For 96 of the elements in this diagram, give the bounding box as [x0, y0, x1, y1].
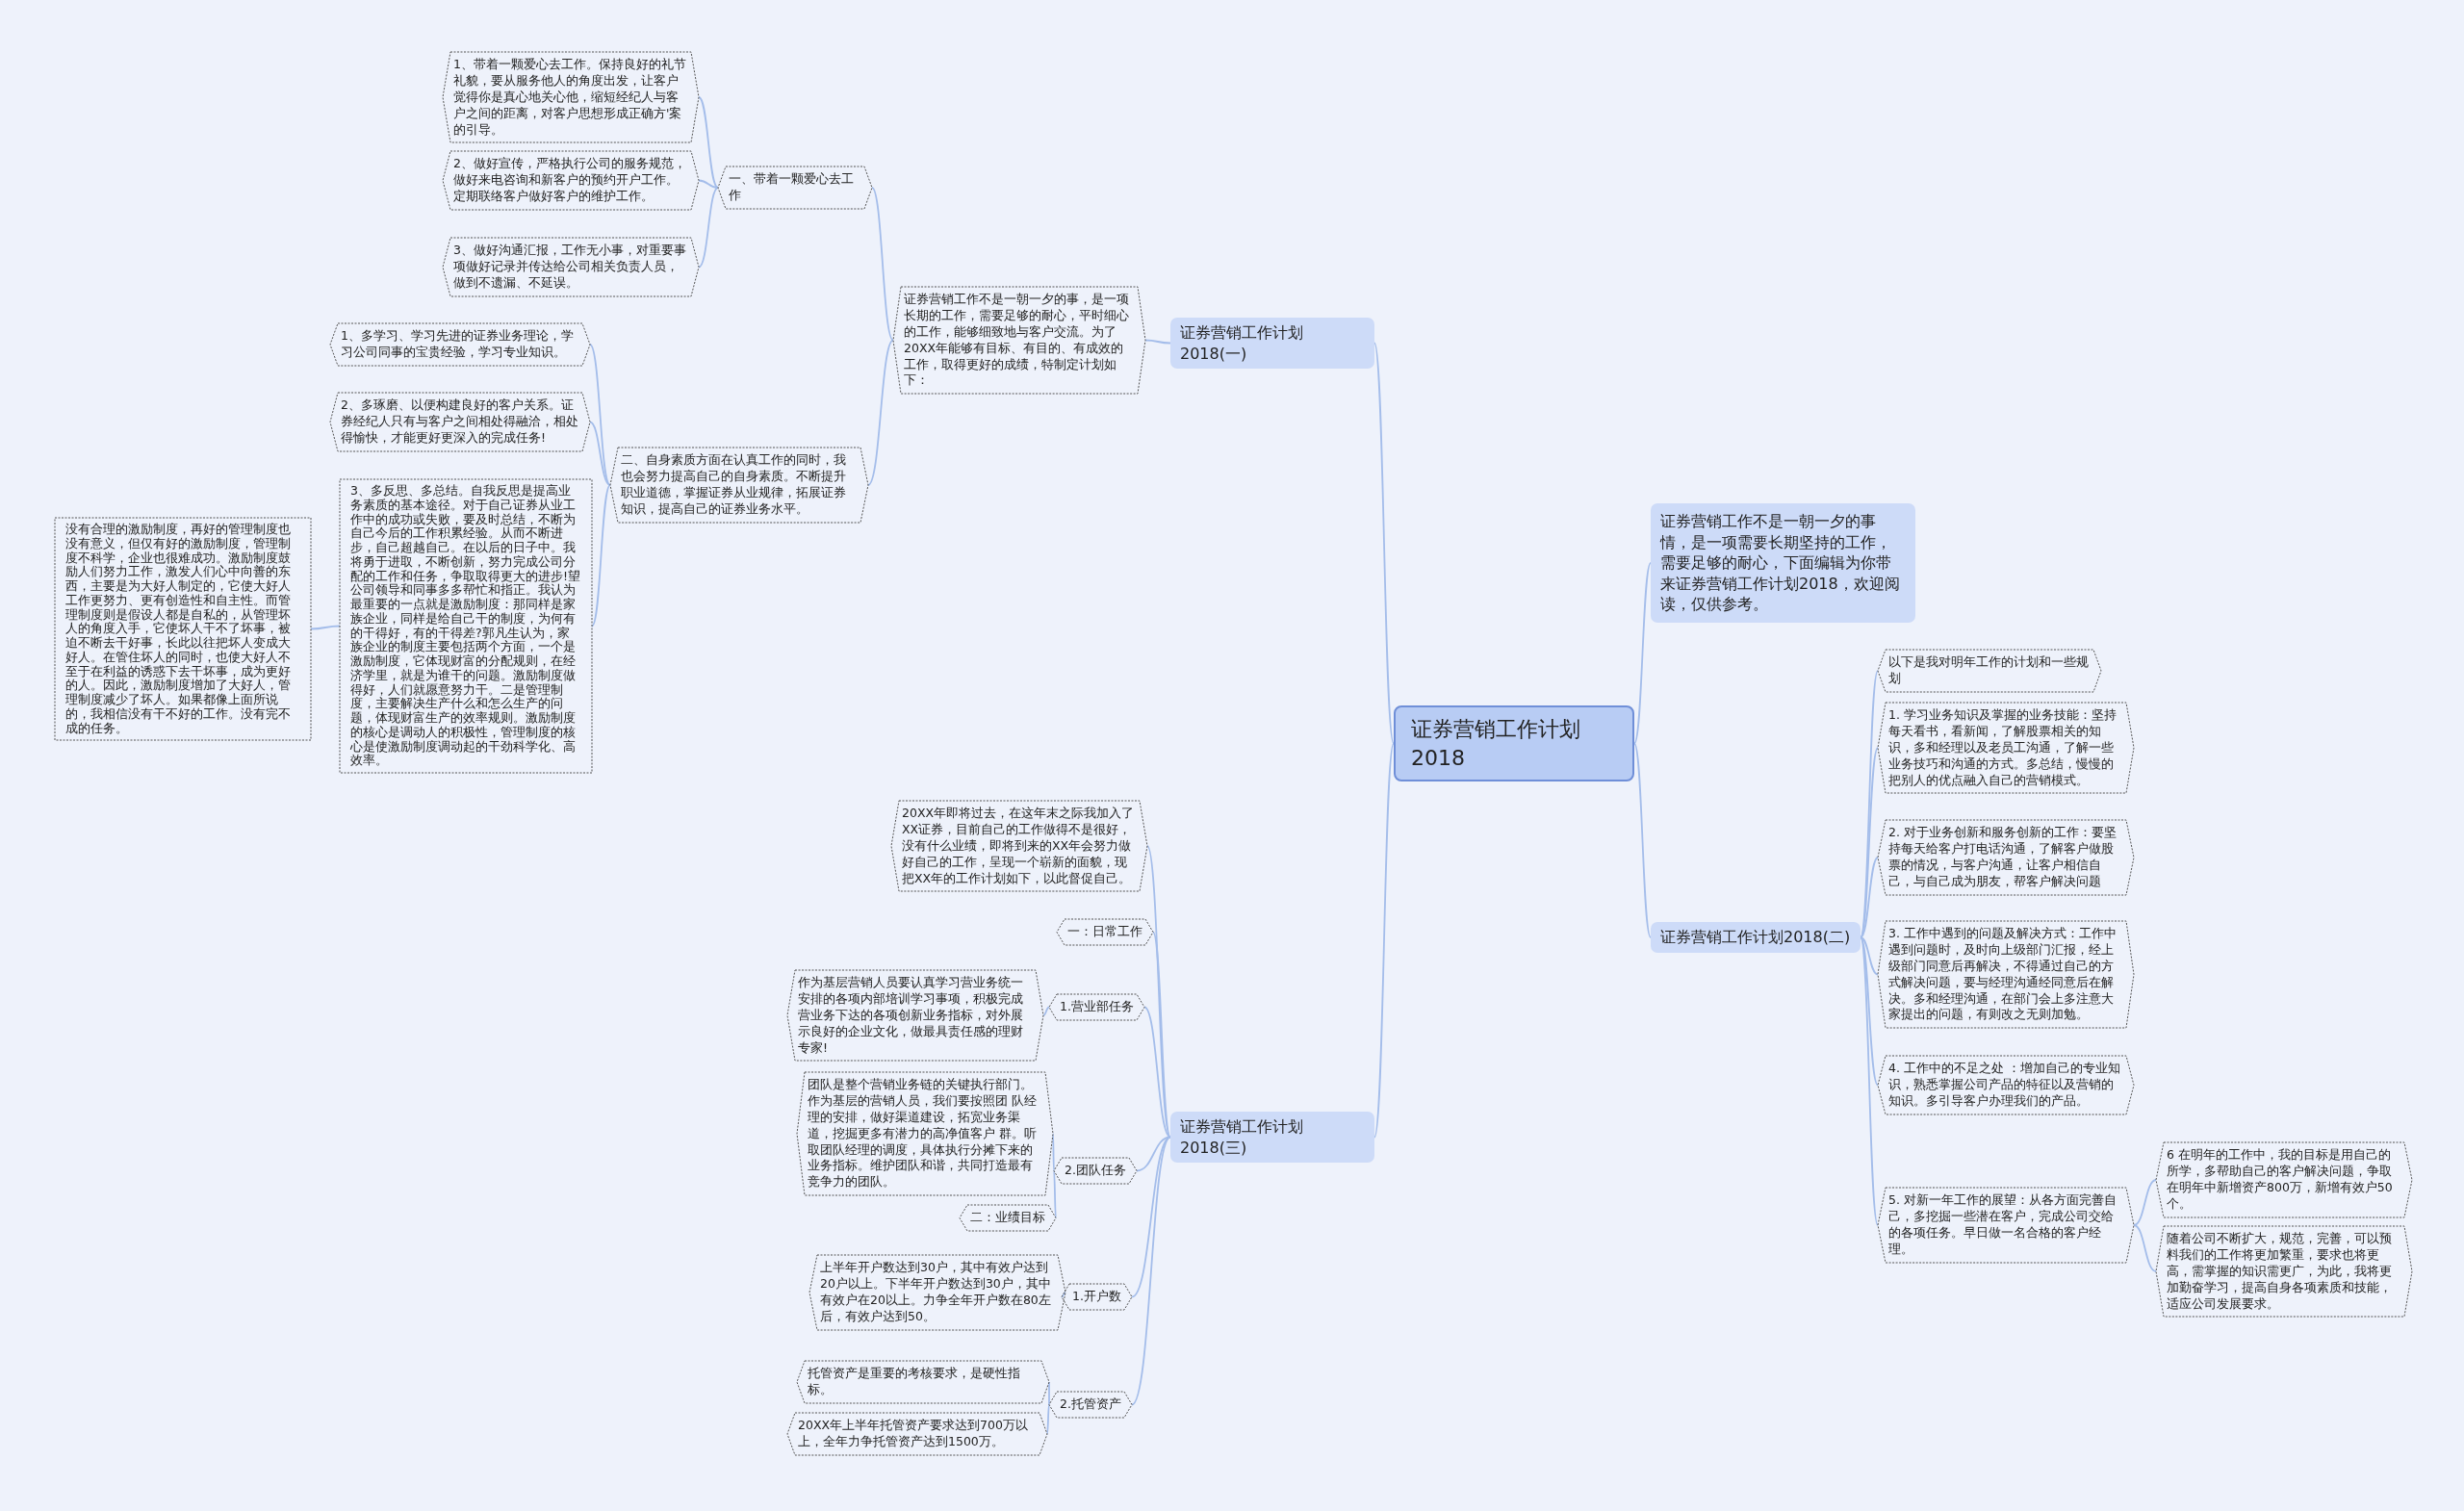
connector-line	[1144, 339, 1171, 345]
node-text: 证券营销工作计划2018(二)	[1660, 927, 1851, 948]
branch-topic	[1170, 318, 1374, 370]
node-text: 3、多反思、多总结。自我反思是提高业务素质的基本途径。对于自己证券从业工作中的成功或失败，要及时总结，不断为自己今后的工作积累经验。从而不断进步，自己超越自己。在以后的日子中。我将勇于进取，不断创新，努力完成公司分配的工作和任务，争取取得更大的进步!望公司领导和同事多多帮忙和指正。我认为最重要的一点就是激励制度：那同样是家族企业，同样是给自己干的制度，为何有的干得好，有的干得差?郭凡生认为，家族企业的制度主要包括两个方面，一个是激励制度，它体现财富的分配规则，在经济学里，就是为谁干的问题。激励制度做得好，人们就愿意努力干。二是管理制度，主要解决生产什么和怎么生产的问题，体现财富生产的效率规则。激励制度的核心是调动人的积极性，管理制度的核心是使激励制度调动起的干劲科学化、高效率。	[350, 484, 581, 768]
subtopic-node	[1878, 921, 2134, 1029]
node-text: 4. 工作中的不足之处 ：增加自己的专业知识，熟悉掌握公司产品的特征以及营销的知识。多引导客户办理我们的产品。	[1888, 1061, 2121, 1110]
subtopic-node	[1878, 703, 2134, 794]
connector-line	[1042, 1006, 1050, 1016]
connector-line	[698, 187, 719, 269]
connector-line	[589, 344, 611, 486]
subtopic-node	[797, 1072, 1053, 1196]
subtopic-node	[443, 151, 699, 210]
subtopic-node	[610, 448, 868, 523]
node-text: 1. 学习业务知识及掌握的业务技能：坚持每天看书，看新闻，了解股票相关的知识，多和经理以及老员工沟通，了解一些业务技巧和沟通的方式。多总结，慢慢的把别人的优点融入自己的营销模式。	[1888, 707, 2118, 789]
node-text: 作为基层营销人员要认真学习营业务统一安排的各项内部培训学习事项，积极完成营业务下达的各项创新业务指标，对外展示良好的企业文化，做最具责任感的理财专家!	[798, 975, 1024, 1057]
subtopic-node	[787, 1413, 1047, 1455]
branch-topic	[1651, 922, 1861, 953]
connector-line	[589, 421, 611, 486]
node-text: 20XX年即将过去，在这年末之际我加入了XX证券，目前自己的工作做得不是很好，没有什么业绩，即将到来的XX年会努力做好自己的工作，呈现一个崭新的面貌，现把XX年的工作计划如下，以此督促自己。	[902, 806, 1136, 887]
connector-line	[2133, 1179, 2157, 1226]
node-text: 1.开户数	[1072, 1289, 1121, 1305]
connector-line	[1046, 1403, 1050, 1435]
subtopic-node	[330, 323, 590, 366]
connector-line	[1143, 1006, 1171, 1139]
connector-line	[1633, 562, 1652, 745]
node-text: 二、自身素质方面在认真工作的同时，我也会努力提高自己的自身素质。不断提升职业道德，掌握证券从业规律，拓展证券知识，提高自己的证券业务水平。	[621, 452, 847, 518]
node-text: 5. 对新一年工作的展望：从各方面完善自己，多挖掘一些潜在客户，完成公司交给的各项任务。早日做一名合格的客户经理。	[1888, 1192, 2118, 1258]
node-text: 1.营业部任务	[1060, 999, 1134, 1015]
node-text: 2、多琢磨、以便构建良好的客户关系。证券经纪人只有与客户之间相处得融洽，相处得愉快，才能更好更深入的完成任务!	[341, 397, 579, 447]
connector-line	[1860, 857, 1879, 938]
node-text: 团队是整个营销业务链的关键执行部门。作为基层的营销人员，我们要按照团 队经理的安排，做好渠道建设，拓宽业务渠道，挖掘更多有潜力的高净值客户 群。听取团队经理的调度，具体执行分摊下来的业务指标。维护团队和谐，共同打造最有竞争力的团队。	[808, 1077, 1038, 1191]
subtopic-node	[330, 393, 590, 451]
subtopic-node	[1057, 919, 1153, 945]
node-text: 3. 工作中遇到的问题及解决方式：工作中遇到问题时，及时向上级部门汇报，经上级部门同意后再解决，不得通过自己的方式解决问题，要与经理沟通经同意后在解决。多和经理沟通，在部门会上多注意大家提出的问题，有则改之无则加勉。	[1888, 926, 2118, 1024]
connector-line	[698, 96, 719, 189]
node-text: 证券营销工作不是一朝一夕的事，是一项长期的工作，需要足够的耐心，平时细心的工作，能够细致地与客户交流。为了20XX年能够有目标、有目的、有成效的工作，取得更好的成绩，特制定计划如下：	[904, 292, 1130, 390]
node-text: 一、带着一颗爱心去工作	[729, 171, 855, 204]
branch-topic	[1170, 1112, 1374, 1164]
subtopic-node	[797, 1361, 1049, 1403]
subtopic-node	[891, 801, 1147, 892]
subtopic-node	[2156, 1226, 2412, 1318]
node-text: 托管资产是重要的考核要求，是硬性指标。	[808, 1366, 1021, 1398]
connector-line	[1061, 1292, 1066, 1298]
connector-line	[1860, 936, 1879, 1087]
subtopic-node	[443, 52, 699, 143]
subtopic-node	[1062, 1284, 1132, 1310]
node-text: 二：业绩目标	[970, 1210, 1045, 1226]
node-text: 一：日常工作	[1067, 924, 1142, 940]
node-text: 2.托管资产	[1060, 1396, 1121, 1413]
connector-line	[2133, 1224, 2157, 1272]
node-text: 证券营销工作不是一朝一夕的事情，是一项需要长期坚持的工作，需要足够的耐心，下面编辑为你带来证券营销工作计划2018，欢迎阅读，仅供参考。	[1660, 511, 1901, 615]
node-text: 以下是我对明年工作的计划和一些规划	[1888, 654, 2090, 687]
connector-line	[1053, 1169, 1057, 1219]
node-text: 2. 对于业务创新和服务创新的工作：要坚持每天给客户打电话沟通，了解客户做股票的情况，与客户沟通，让客户相信自己，与自己成为朋友，帮客户解决问题	[1888, 825, 2118, 890]
subtopic-node	[55, 518, 311, 741]
subtopic-node	[893, 287, 1145, 395]
node-text: 证券营销工作计划2018(三)	[1180, 1116, 1304, 1159]
subtopic-node	[1054, 1158, 1137, 1184]
connector-line	[871, 187, 894, 342]
subtopic-node	[1878, 1056, 2134, 1114]
node-text: 1、带着一颗爱心去工作。保持良好的礼节礼貌，要从服务他人的角度出发，让客户觉得你是真心地关心他，缩短经纪人与客户之间的距离，对客户思想形成正确方'案的引导。	[453, 57, 687, 139]
node-text: 证券营销工作计划2018	[1411, 716, 1581, 772]
connector-line	[1131, 1136, 1171, 1406]
subtopic-node	[1878, 820, 2134, 895]
connector-line	[1860, 936, 1879, 976]
node-text: 2、做好宣传，严格执行公司的服务规范，做好来电咨询和新客户的预约开户工作。定期联络客户做好客户的维护工作。	[453, 156, 687, 205]
subtopic-node	[1049, 1392, 1132, 1418]
node-text: 上半年开户数达到30户，其中有效户达到20户以上。下半年开户数达到30户，其中有效户在20以上。力争全年开户数在80左后，有效户达到50。	[820, 1260, 1052, 1325]
subtopic-node	[960, 1205, 1056, 1231]
subtopic-node	[443, 238, 699, 296]
node-text: 1、多学习、学习先进的证券业务理论，学习公司同事的宝贵经验，学习专业知识。	[341, 328, 575, 361]
connector-line	[867, 339, 894, 486]
connector-line	[1633, 742, 1652, 938]
node-text: 没有合理的激励制度，再好的管理制度也没有意义，但仅有好的激励制度，管理制度不科学，企业也很难成功。激励制度鼓励人们努力工作，激发人们心中向善的东西，主要是为大好人制定的，它使大好人工作更努力、更有创造性和自主性。而管理制度则是假设人都是自私的，从管理坏人的角度入手，它使坏人干不了坏事，被迫不断去干好事，长此以往把坏人变成大好人。在管住坏人的同时，也使大好人不至于在利益的诱惑下去干坏事，成为更好的人。因此，激励制度增加了大好人，管理制度减少了坏人。如果都像上面所说的，我相信没有干不好的工作。没有完不成的任务。	[65, 523, 292, 736]
subtopic-node	[787, 970, 1043, 1062]
connector-line	[1373, 742, 1395, 1139]
connector-line	[1048, 1381, 1050, 1406]
subtopic-node	[1878, 1188, 2134, 1263]
subtopic-node	[2156, 1142, 2412, 1217]
intro-note	[1651, 503, 1915, 623]
subtopic-node	[1878, 650, 2101, 692]
subtopic-node	[1049, 994, 1144, 1020]
subtopic-node	[718, 166, 872, 209]
connector-line	[310, 625, 341, 630]
connector-line	[1052, 1133, 1055, 1172]
node-text: 2.团队任务	[1065, 1163, 1126, 1179]
connector-line	[591, 484, 611, 627]
connector-line	[698, 179, 719, 189]
node-text: 随着公司不断扩大，规范，完善，可以预料我们的工作将更加繁重，要求也将更高，需掌握的知识需更广，为此，我将更加勤奋学习，提高自身各项素质和技能，适应公司发展要求。	[2167, 1231, 2393, 1313]
node-text: 3、做好沟通汇报，工作无小事，对重要事项做好记录并传达给公司相关负责人员，做到不遗漏、不延误。	[453, 243, 687, 292]
connector-line	[1373, 342, 1395, 745]
central-topic	[1394, 705, 1634, 782]
node-text: 证券营销工作计划2018(一)	[1180, 322, 1304, 365]
node-text: 6 在明年的工作中，我的目标是用自己的所学，多帮助自己的客户解决问题，争取在明年中新增资产800万，新增有效户50个。	[2167, 1147, 2394, 1213]
node-text: 20XX年上半年托管资产要求达到700万以上，全年力争托管资产达到1500万。	[798, 1418, 1029, 1450]
subtopic-node	[809, 1255, 1065, 1330]
